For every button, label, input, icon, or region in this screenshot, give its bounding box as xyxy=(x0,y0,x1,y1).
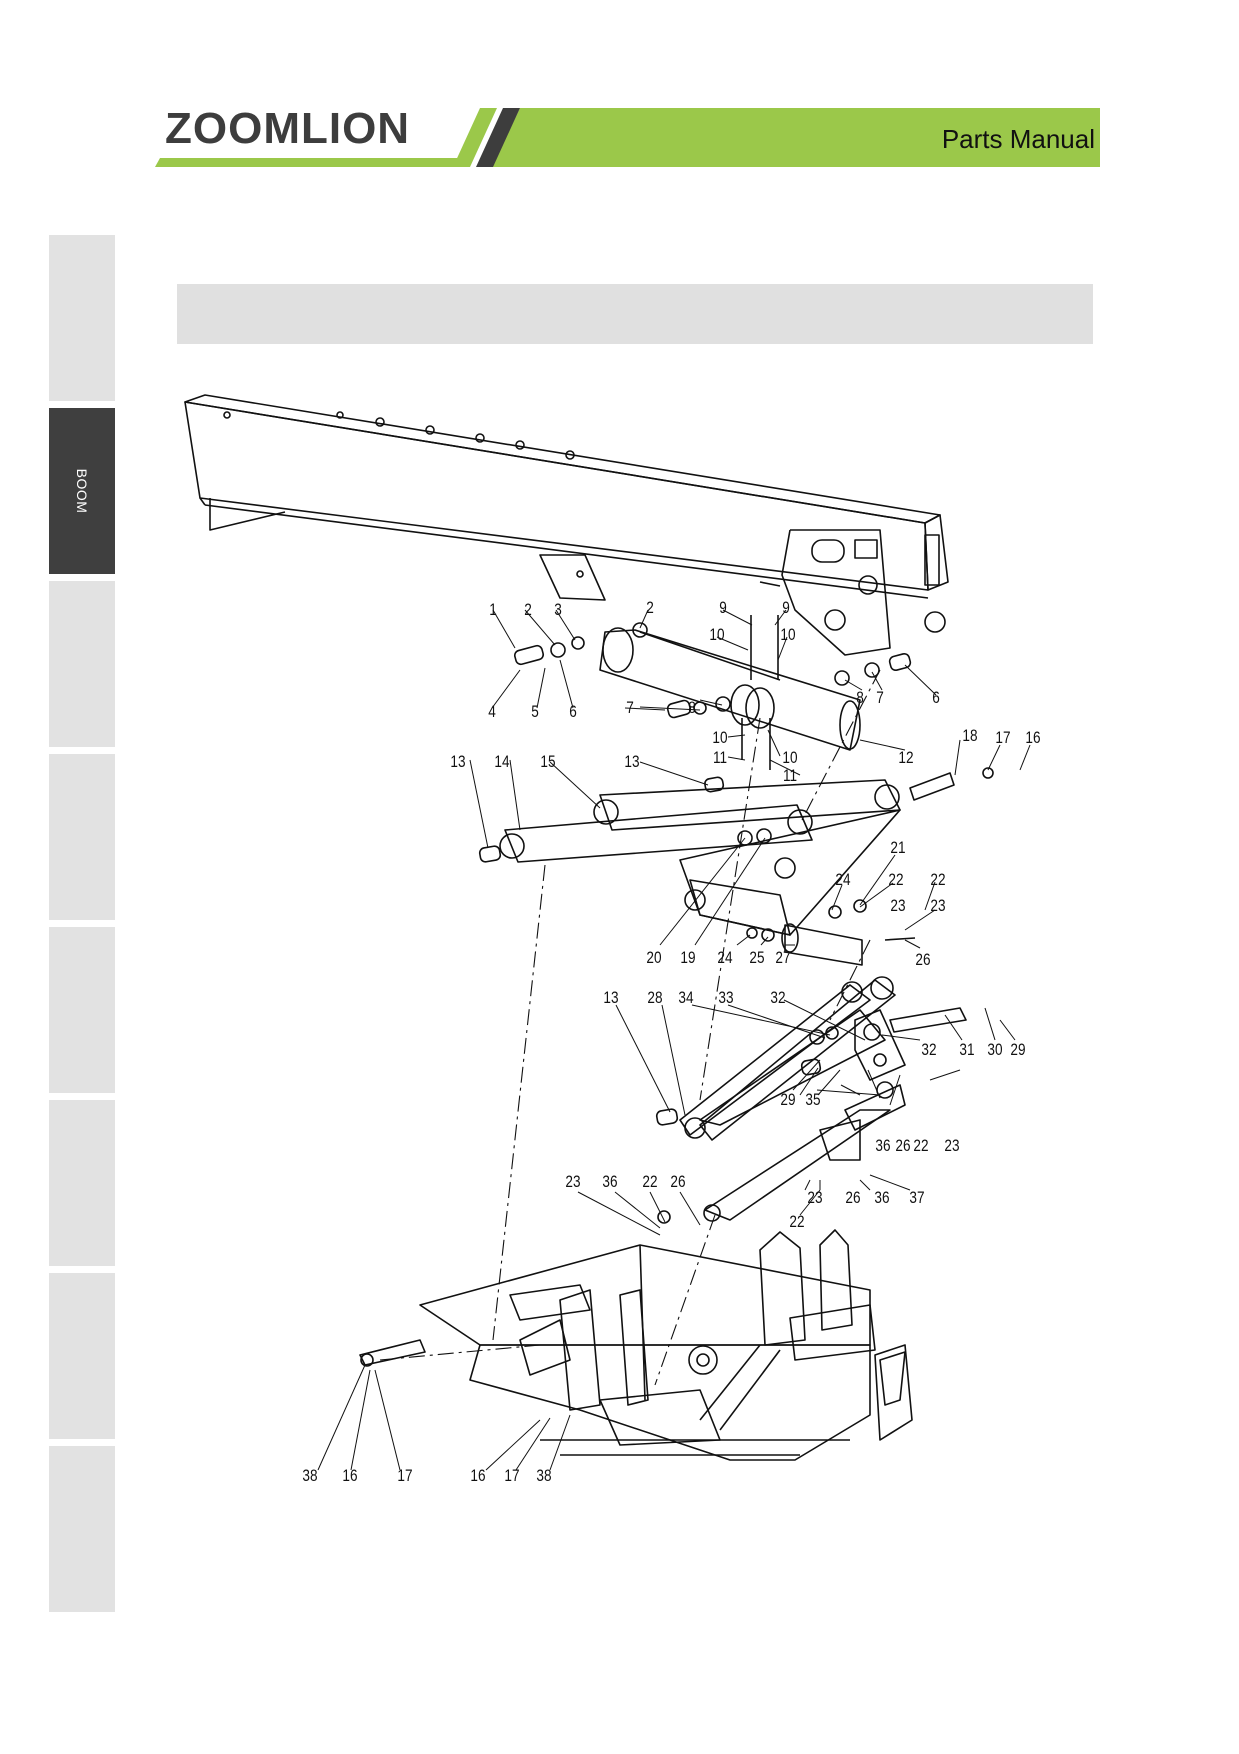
document-title: Parts Manual xyxy=(941,124,1095,154)
section-tab-3[interactable] xyxy=(49,581,115,747)
section-tab-7[interactable] xyxy=(49,1273,115,1439)
section-tab-boom-label: BOOM xyxy=(74,468,90,514)
header-accent-bar xyxy=(492,108,1100,167)
section-tab-1[interactable] xyxy=(49,235,115,401)
levelling-cylinder xyxy=(746,899,916,966)
lower-bracket xyxy=(657,1081,906,1224)
page-header: ZOOMLION Parts Manual xyxy=(0,0,1239,180)
upper-link-frame xyxy=(478,767,994,936)
header-underline xyxy=(155,158,470,167)
section-tab-4[interactable] xyxy=(49,754,115,920)
section-title-bar xyxy=(177,284,1093,344)
assembly-lines xyxy=(379,669,881,1386)
upper-small-parts xyxy=(513,615,912,770)
section-tab-8[interactable] xyxy=(49,1446,115,1612)
section-tab-5[interactable] xyxy=(49,927,115,1093)
header-stripe-1 xyxy=(453,108,497,167)
exploded-parts-drawing xyxy=(184,394,1031,1471)
header-banner xyxy=(155,108,1100,167)
boom-beam xyxy=(184,394,949,656)
callout-leaders xyxy=(317,609,1031,1471)
hydraulic-cylinder xyxy=(599,627,861,751)
base-frame xyxy=(359,1229,913,1461)
section-tab-boom[interactable]: BOOM xyxy=(49,408,115,574)
section-tab-6[interactable] xyxy=(49,1100,115,1266)
brand-logo: ZOOMLION xyxy=(165,104,411,153)
header-stripe-2 xyxy=(476,108,520,167)
lower-link-arms xyxy=(655,976,967,1141)
